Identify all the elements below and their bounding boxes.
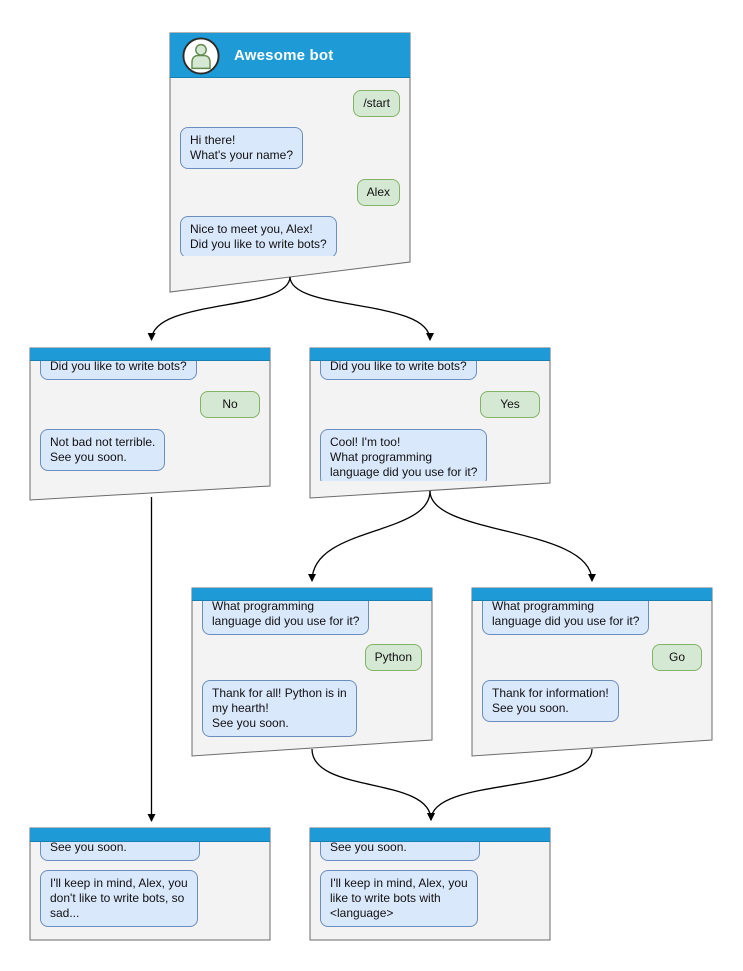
- bot-message-bubble: Thank for all! Python is in my hearth! S…: [202, 680, 357, 737]
- user-message-bubble: Go: [652, 644, 702, 671]
- user-message-bubble: Yes: [480, 391, 540, 418]
- bot-message-bubble: Not bad not terrible. See you soon.: [40, 429, 166, 471]
- connector-start-to-no: [147, 276, 291, 341]
- bot-message-bubble: Did you like to write bots?: [40, 361, 197, 380]
- bot-message-bubble: See you soon.: [40, 842, 200, 861]
- bot-title: Awesome bot: [234, 47, 334, 64]
- bot-message-bubble: I'll keep in mind, Alex, you don't like …: [40, 870, 198, 927]
- bot-message-bubble: What programming language did you use fo…: [202, 601, 370, 635]
- avatar: [182, 36, 220, 75]
- chat-header-end-no: [30, 828, 270, 842]
- chat-header-branch-go: [472, 588, 712, 601]
- chat-body-awesome-bot: /start Hi there! What's your name? Alex …: [170, 78, 410, 256]
- connector-python-to-end: [311, 748, 435, 821]
- person-icon: [191, 43, 211, 69]
- chat-body-branch-go: What programming language did you use fo…: [472, 601, 712, 737]
- user-message-bubble: /start: [353, 90, 400, 117]
- bot-message-bubble: See you soon.: [320, 842, 480, 861]
- user-message-bubble: Python: [364, 644, 422, 671]
- chat-header-awesome-bot: Awesome bot: [170, 33, 410, 78]
- chat-body-branch-python: What programming language did you use fo…: [192, 601, 432, 737]
- connector-yes-to-go: [429, 490, 596, 582]
- bot-message-bubble: Thank for information! See you soon.: [482, 680, 619, 722]
- connector-yes-to-python: [308, 490, 431, 582]
- bot-message-bubble: Did you like to write bots?: [320, 361, 477, 380]
- bot-message-bubble: What programming language did you use fo…: [482, 601, 650, 635]
- connector-start-to-yes: [289, 276, 434, 341]
- bot-message-bubble: Nice to meet you, Alex! Did you like to …: [180, 216, 337, 256]
- chat-body-branch-no: Did you like to write bots? No Not bad n…: [30, 361, 270, 483]
- bot-message-bubble: Cool! I'm too! What programming language…: [320, 429, 488, 481]
- bot-message-bubble: Hi there! What's your name?: [180, 127, 304, 169]
- user-message-bubble: No: [200, 391, 260, 418]
- bot-message-bubble: I'll keep in mind, Alex, you like to wri…: [320, 870, 478, 927]
- chat-body-branch-yes: Did you like to write bots? Yes Cool! I'…: [310, 361, 550, 481]
- chat-header-branch-python: [192, 588, 432, 601]
- chat-header-branch-yes: [310, 348, 550, 361]
- chat-header-branch-no: [30, 348, 270, 361]
- chat-header-end-yes: [310, 828, 550, 842]
- connector-go-to-end: [427, 748, 593, 821]
- user-message-bubble: Alex: [356, 179, 400, 206]
- chat-body-end-no: See you soon. I'll keep in mind, Alex, y…: [30, 842, 270, 938]
- chat-body-end-yes: See you soon. I'll keep in mind, Alex, y…: [310, 842, 550, 938]
